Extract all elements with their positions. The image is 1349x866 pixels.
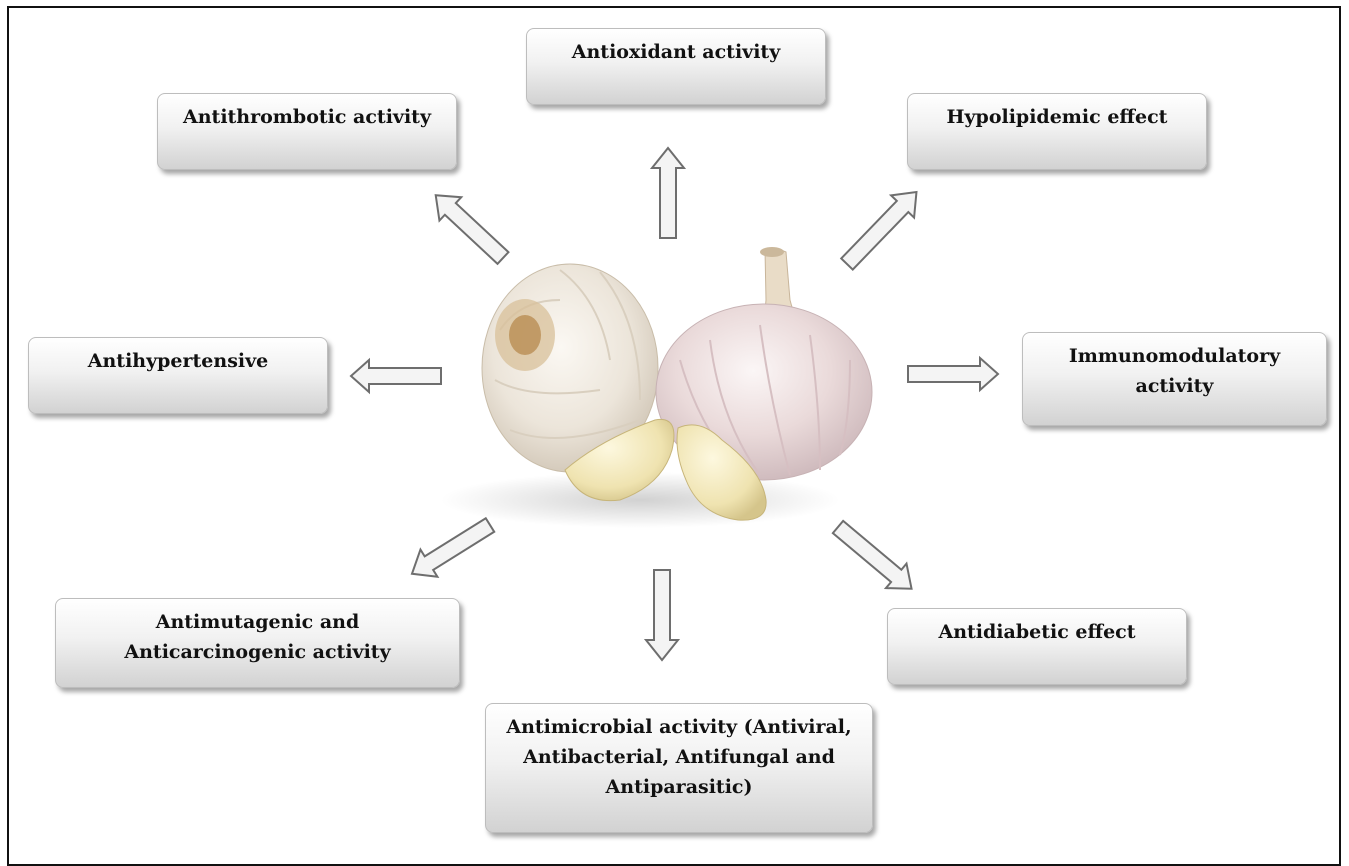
arrow-to-antithrombotic [425,184,514,270]
box-antidiabetic: Antidiabetic effect [887,608,1187,685]
arrow-to-antihypertensive [351,360,441,392]
garlic-illustration [440,247,872,528]
box-antihypertensive: Antihypertensive [28,337,328,414]
arrow-to-immunomodulatory [908,358,998,390]
arrow-to-antimicrobial [646,570,678,660]
box-immunomodulatory: Immunomodulatory activity [1022,332,1327,426]
label-antimicrobial: Antimicrobial activity (Antiviral, Antib… [504,712,854,802]
label-hypolipidemic: Hypolipidemic effect [947,102,1168,132]
label-antithrombotic: Antithrombotic activity [183,102,431,132]
box-antioxidant: Antioxidant activity [526,28,826,105]
label-antimutagenic: Antimutagenic and Anticarcinogenic activ… [66,607,449,667]
arrow-to-antimutagenic [404,511,499,587]
arrow-to-antidiabetic [828,515,922,601]
label-antioxidant: Antioxidant activity [572,37,781,67]
box-hypolipidemic: Hypolipidemic effect [907,93,1207,170]
box-antithrombotic: Antithrombotic activity [157,93,457,170]
box-antimicrobial: Antimicrobial activity (Antiviral, Antib… [485,703,873,833]
label-antidiabetic: Antidiabetic effect [938,617,1135,647]
arrow-to-hypolipidemic [835,181,927,275]
label-immunomodulatory: Immunomodulatory activity [1069,341,1280,401]
box-antimutagenic: Antimutagenic and Anticarcinogenic activ… [55,598,460,688]
arrow-to-antioxidant [652,148,684,238]
label-antihypertensive: Antihypertensive [88,346,269,376]
